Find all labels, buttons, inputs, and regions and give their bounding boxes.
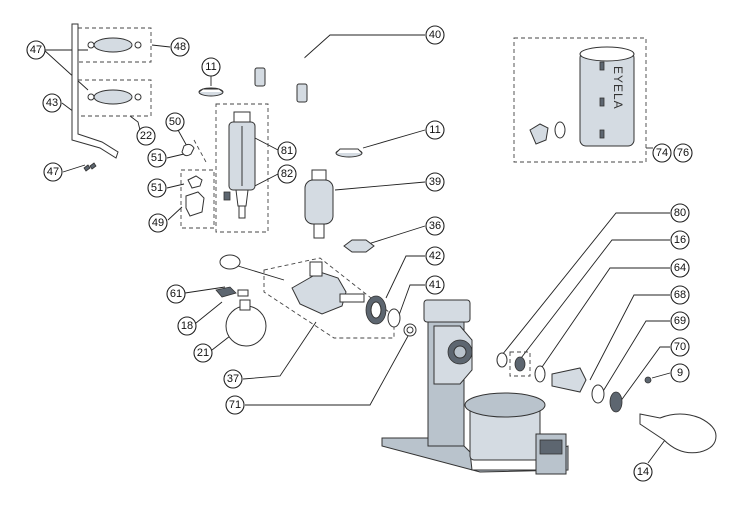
callout-16: 16 <box>670 230 690 250</box>
svg-text:36: 36 <box>429 220 441 232</box>
callout-37: 37 <box>223 369 243 389</box>
svg-text:68: 68 <box>674 289 686 301</box>
svg-text:71: 71 <box>229 399 241 411</box>
svg-text:39: 39 <box>429 176 441 188</box>
callout-47-a: 47 <box>26 40 46 60</box>
svg-text:40: 40 <box>429 29 441 41</box>
svg-text:42: 42 <box>429 250 441 262</box>
svg-text:16: 16 <box>674 234 686 246</box>
callout-22: 22 <box>136 126 156 146</box>
callout-21: 21 <box>193 343 213 363</box>
condenser-holder-group <box>71 23 152 172</box>
svg-text:47: 47 <box>30 44 42 56</box>
svg-text:22: 22 <box>140 130 152 142</box>
seal-assembly <box>219 254 395 339</box>
callout-80: 80 <box>670 203 690 223</box>
condenser-group <box>215 103 269 233</box>
right-seal-parts <box>496 351 652 413</box>
seal-rings <box>365 295 401 328</box>
clip-18 <box>215 286 249 298</box>
callout-18: 18 <box>177 316 197 336</box>
callout-9: 9 <box>670 363 690 383</box>
callout-51-b: 51 <box>147 178 167 198</box>
callout-70: 70 <box>670 337 690 357</box>
callout-76: 76 <box>673 143 693 163</box>
callout-51-a: 51 <box>147 148 167 168</box>
svg-text:48: 48 <box>174 41 186 53</box>
clip-group <box>180 139 215 229</box>
svg-text:11: 11 <box>429 124 440 136</box>
callout-64: 64 <box>670 258 690 278</box>
svg-text:51: 51 <box>151 182 163 194</box>
callout-42: 42 <box>425 246 445 266</box>
callout-11-b: 11 <box>425 120 445 140</box>
nut-11-top <box>198 87 224 97</box>
callout-47-b: 47 <box>43 162 63 182</box>
svg-text:74: 74 <box>656 147 668 159</box>
svg-text:64: 64 <box>674 262 686 274</box>
callout-48: 48 <box>170 37 190 57</box>
callout-68: 68 <box>670 285 690 305</box>
callout-40: 40 <box>425 25 445 45</box>
svg-text:9: 9 <box>677 367 683 379</box>
nut-36 <box>343 239 375 253</box>
callout-61: 61 <box>166 284 186 304</box>
callout-43: 43 <box>42 93 62 113</box>
svg-text:37: 37 <box>227 373 239 385</box>
callout-36: 36 <box>425 216 445 236</box>
svg-text:11: 11 <box>205 61 216 73</box>
svg-text:69: 69 <box>674 315 686 327</box>
svg-text:49: 49 <box>152 217 164 229</box>
svg-text:14: 14 <box>637 466 649 478</box>
svg-text:80: 80 <box>674 207 686 219</box>
callout-69: 69 <box>670 311 690 331</box>
svg-text:50: 50 <box>169 116 181 128</box>
callout-71: 71 <box>225 395 245 415</box>
callout-74: 74 <box>652 143 672 163</box>
main-unit <box>381 299 569 475</box>
svg-text:21: 21 <box>197 347 209 359</box>
callout-11-a: 11 <box>201 57 221 77</box>
svg-text:82: 82 <box>281 168 293 180</box>
svg-text:81: 81 <box>281 145 293 157</box>
washer-71 <box>403 323 417 337</box>
nut-11-middle <box>335 148 363 158</box>
svg-text:18: 18 <box>181 320 193 332</box>
svg-text:61: 61 <box>170 288 182 300</box>
svg-text:70: 70 <box>674 341 686 353</box>
svg-text:47: 47 <box>47 166 59 178</box>
flask-adapter <box>304 169 334 239</box>
eyela-logo: EYELA <box>611 66 625 110</box>
callout-49: 49 <box>148 213 168 233</box>
callout-41: 41 <box>425 275 445 295</box>
svg-text:51: 51 <box>151 152 163 164</box>
svg-text:41: 41 <box>429 279 441 291</box>
flask-14 <box>639 413 717 454</box>
callout-14: 14 <box>633 462 653 482</box>
svg-text:76: 76 <box>677 147 689 159</box>
svg-text:43: 43 <box>46 97 58 109</box>
vapor-tube <box>254 29 308 103</box>
flask-21 <box>225 299 267 347</box>
callout-81: 81 <box>277 141 297 161</box>
callout-50: 50 <box>165 112 185 132</box>
callout-39: 39 <box>425 172 445 192</box>
protective-cover-group: EYELA <box>513 37 647 163</box>
callout-82: 82 <box>277 164 297 184</box>
